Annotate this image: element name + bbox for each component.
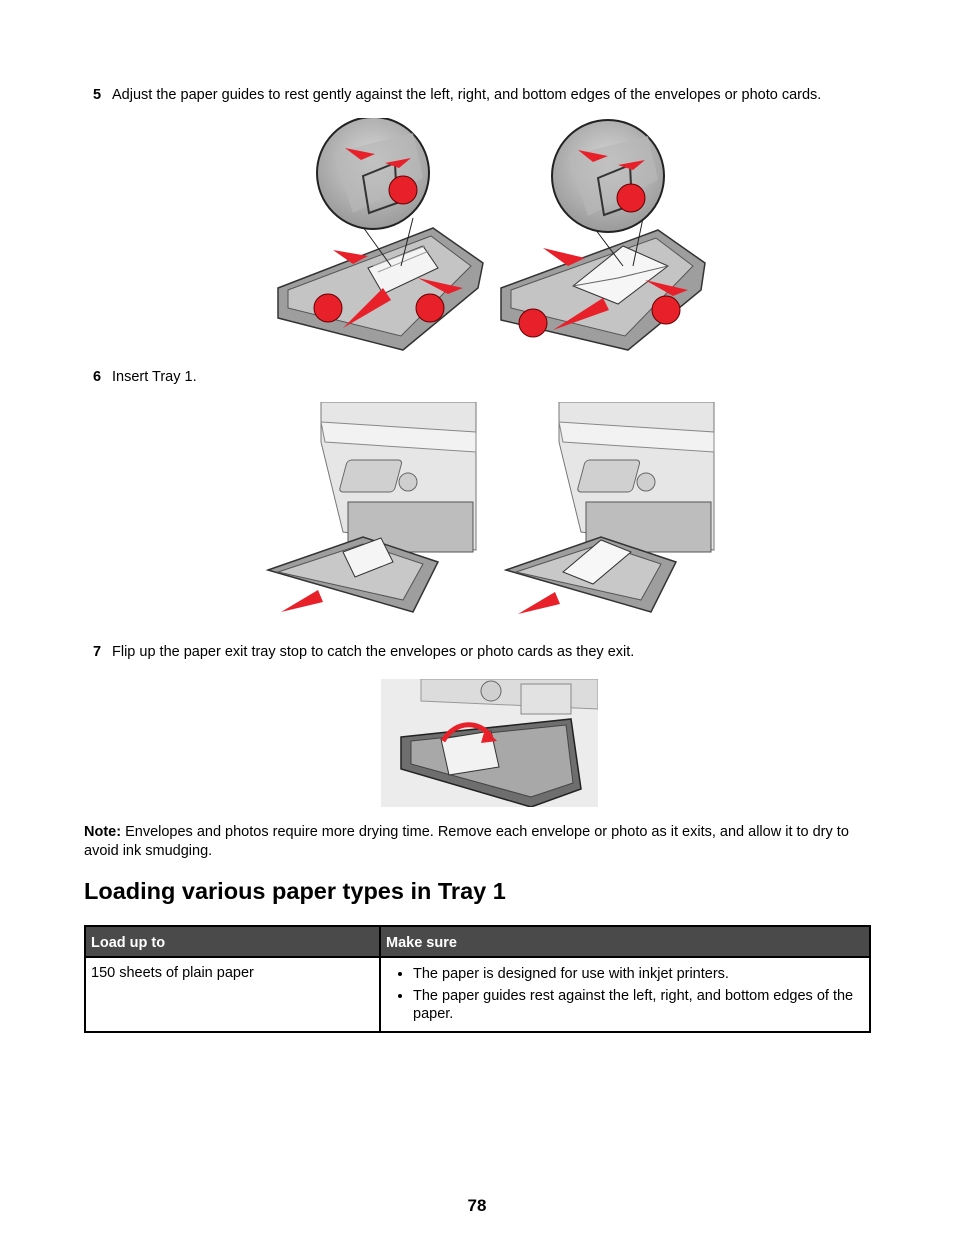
exit-tray-stop-illustration bbox=[381, 679, 598, 807]
step-7: 7 Flip up the paper exit tray stop to cat… bbox=[93, 643, 634, 661]
step-text: Adjust the paper guides to rest gently a… bbox=[112, 87, 822, 103]
table-header-row: Load up to Make sure bbox=[84, 925, 871, 958]
insert-tray-illustration bbox=[265, 402, 715, 614]
section-title: Loading various paper types in Tray 1 bbox=[84, 878, 506, 904]
step-number: 5 bbox=[93, 87, 102, 103]
table-row: 150 sheets of plain paper The paper is d… bbox=[84, 956, 871, 1033]
printer-photo-cards bbox=[265, 402, 477, 613]
make-sure-list: The paper is designed for use with inkje… bbox=[386, 965, 864, 1023]
column-header-make-sure: Make sure bbox=[379, 925, 871, 958]
zoom-detail-right bbox=[551, 119, 665, 267]
page-number: 78 bbox=[467, 1196, 487, 1215]
step-text: Insert Tray 1. bbox=[112, 369, 197, 385]
make-sure-cell: The paper is designed for use with inkje… bbox=[379, 956, 871, 1033]
list-item: The paper guides rest against the left, … bbox=[413, 987, 864, 1023]
note: Note: Envelopes and photos require more … bbox=[84, 823, 874, 861]
tray-envelope bbox=[500, 229, 706, 351]
step-number: 6 bbox=[93, 369, 102, 385]
step-number: 7 bbox=[93, 644, 102, 660]
printer-envelope bbox=[503, 402, 715, 614]
step-6: 6 Insert Tray 1. bbox=[93, 368, 197, 386]
step-text: Flip up the paper exit tray stop to catc… bbox=[112, 644, 635, 660]
step-5: 5 Adjust the paper guides to rest gently … bbox=[93, 86, 821, 104]
zoom-detail-left bbox=[316, 118, 430, 267]
tray-photo-cards bbox=[277, 227, 484, 351]
list-item: The paper is designed for use with inkje… bbox=[413, 965, 864, 983]
note-text: Envelopes and photos require more drying… bbox=[84, 824, 849, 859]
note-label: Note: bbox=[84, 824, 122, 840]
load-cell: 150 sheets of plain paper bbox=[84, 956, 381, 1033]
column-header-load: Load up to bbox=[84, 925, 381, 958]
paper-types-table: Load up to Make sure 150 sheets of plain… bbox=[84, 925, 871, 1033]
paper-guides-illustration bbox=[277, 118, 706, 351]
